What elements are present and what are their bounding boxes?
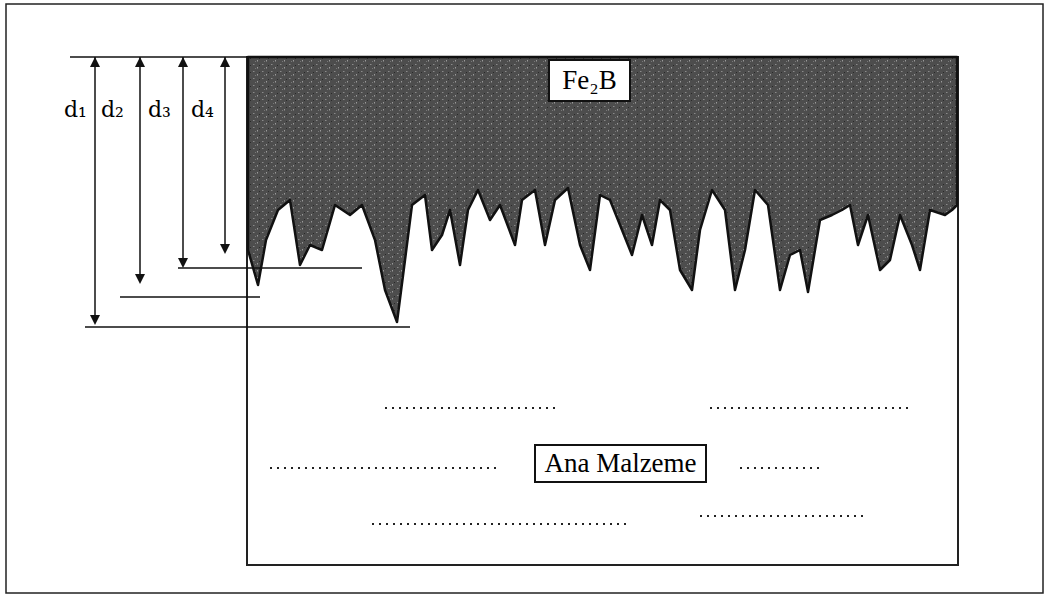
dimension-arrowheads [90,57,230,325]
layer-name: Fe₂B [562,65,616,96]
base-material-dots [270,408,908,524]
layer-name: Ana Malzeme [544,448,696,479]
depth-dimension-label: d₃ [146,98,173,122]
depth-dimension-label: d₄ [189,98,216,122]
phase-label-box: Fe₂B [548,59,631,102]
outer-frame [6,4,1043,593]
specimen-outline [247,57,958,565]
fe2b-layer [248,57,957,322]
depth-dimension-label: d₁ [62,98,89,122]
material-label-box: Ana Malzeme [534,444,707,483]
depth-dimension-label: d₂ [99,98,126,122]
dimension-lines [70,57,410,327]
